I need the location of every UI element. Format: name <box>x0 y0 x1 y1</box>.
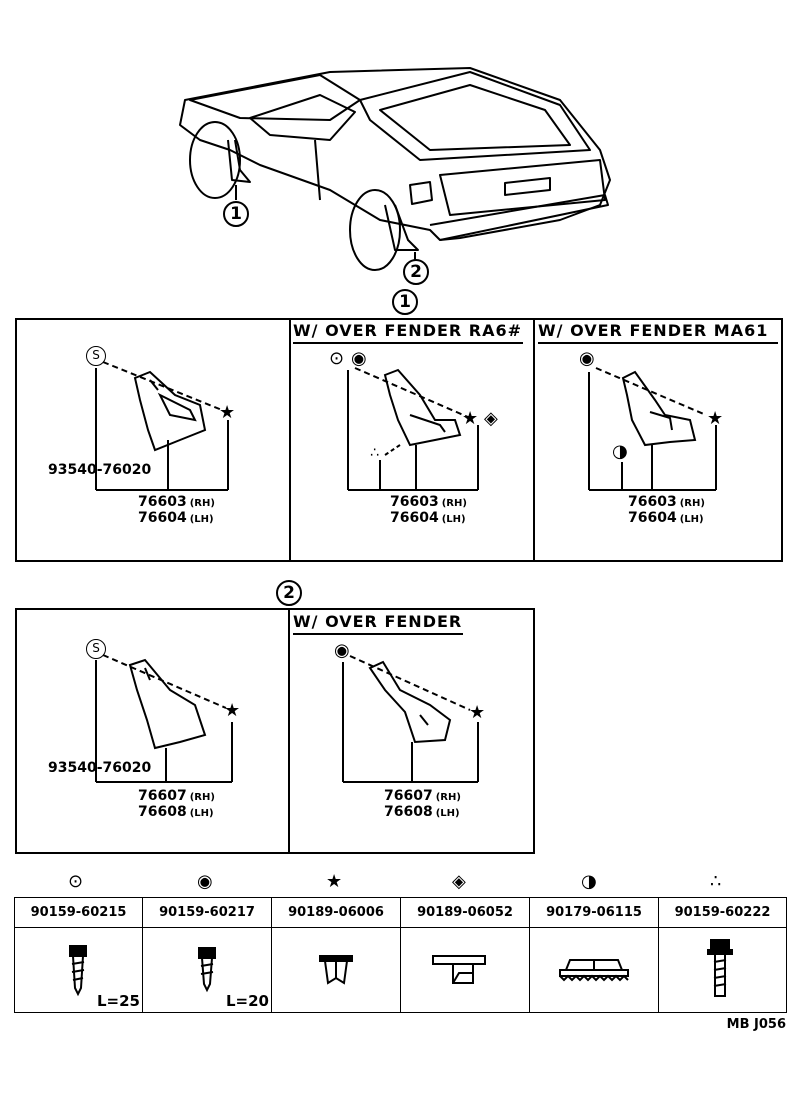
diagram-reference-code: MB J056 <box>726 1017 786 1032</box>
s-clip-icon: S <box>86 346 106 366</box>
legend-cell-flange-nut <box>529 927 659 1013</box>
legend-part-number: 90159-60215 <box>14 897 143 928</box>
screw-icon <box>69 945 87 997</box>
callout-1-car: 1 <box>223 201 249 227</box>
part-number-lh: 76608(LH) <box>384 804 460 820</box>
triangle-circle-icon: ◉ <box>197 871 213 892</box>
section-1-frame <box>15 318 783 562</box>
legend-length: L=25 <box>96 992 140 1010</box>
fastener-legend-table: 90159-60215 90159-60217 90189-06006 9018… <box>14 897 787 1013</box>
part-number-lh: 76608(LH) <box>138 804 214 820</box>
triangle-circle-icon: ◉ <box>351 348 367 369</box>
legend-part-number: 90189-06052 <box>400 897 530 928</box>
panel-title-ma61: W/ OVER FENDER MA61 <box>538 321 769 340</box>
legend-length: L=20 <box>225 992 269 1010</box>
half-circle-icon: ◑ <box>612 441 628 462</box>
triangle-circle-icon: ◉ <box>334 640 350 661</box>
part-number-rh: 76603(RH) <box>138 494 215 510</box>
three-dots-icon: ∴ <box>710 871 722 892</box>
three-dots-icon: ∴ <box>370 445 379 461</box>
legend-cell-bolt-25: L=25 <box>14 927 143 1013</box>
clip-part-number: 93540-76020 <box>48 462 152 478</box>
part-number-rh: 76603(RH) <box>390 494 467 510</box>
screw-icon <box>198 947 216 993</box>
panel-title-ra6: W/ OVER FENDER RA6# <box>293 321 523 340</box>
part-number-rh: 76607(RH) <box>384 788 461 804</box>
section-1-divider-b <box>533 318 535 562</box>
flange-nut-icon <box>559 959 629 982</box>
triangle-circle-icon: ◉ <box>579 348 595 369</box>
star-icon: ★ <box>707 408 724 429</box>
push-clip-icon <box>319 955 353 985</box>
part-number-rh: 76607(RH) <box>138 788 215 804</box>
mudguard-front-ma61 <box>588 367 717 491</box>
title-underline-ra6 <box>293 342 523 344</box>
section-2-frame <box>15 608 535 854</box>
callout-2-section: 2 <box>276 580 302 606</box>
legend-cell-clip <box>271 927 401 1013</box>
legend-cell-bolt-20: L=20 <box>142 927 272 1013</box>
panel-title-over-fender: W/ OVER FENDER <box>293 612 463 631</box>
mudguard-front-standard <box>95 361 229 491</box>
flange-bolt-icon <box>707 939 733 997</box>
gear-circle-icon: ⊙ <box>68 871 84 892</box>
half-circle-icon: ◑ <box>581 871 597 892</box>
star-icon: ★ <box>462 408 479 429</box>
car-illustration <box>179 67 611 271</box>
legend-part-number: 90159-60217 <box>142 897 272 928</box>
part-number-lh: 76604(LH) <box>138 510 214 526</box>
u-nut-icon <box>432 955 486 984</box>
mudguard-front-ra6 <box>347 367 479 491</box>
mudguard-rear-standard <box>95 654 233 783</box>
mudguard-rear-over-fender <box>342 655 479 783</box>
part-number-rh: 76603(RH) <box>628 494 705 510</box>
callout-2-car: 2 <box>403 259 429 285</box>
star-icon: ★ <box>469 702 486 723</box>
legend-part-number: 90189-06006 <box>271 897 401 928</box>
legend-part-number: 90179-06115 <box>529 897 659 928</box>
title-underline-ma61 <box>538 342 778 344</box>
callout-1-section: 1 <box>392 289 418 315</box>
star-icon: ★ <box>219 402 236 423</box>
gear-circle-icon: ⊙ <box>329 348 345 369</box>
legend-cell-u-nut <box>400 927 530 1013</box>
diamond-square-icon: ◈ <box>452 871 466 892</box>
section-2-divider <box>288 608 290 854</box>
star-icon: ★ <box>326 871 343 892</box>
title-underline-over-fender <box>293 633 463 635</box>
section-1-divider-a <box>289 318 291 562</box>
star-icon: ★ <box>224 700 241 721</box>
legend-cell-flange-bolt <box>658 927 787 1013</box>
part-number-lh: 76604(LH) <box>390 510 466 526</box>
s-clip-icon: S <box>86 639 106 659</box>
diamond-square-icon: ◈ <box>484 408 498 429</box>
part-number-lh: 76604(LH) <box>628 510 704 526</box>
legend-part-number: 90159-60222 <box>658 897 787 928</box>
clip-part-number: 93540-76020 <box>48 760 152 776</box>
